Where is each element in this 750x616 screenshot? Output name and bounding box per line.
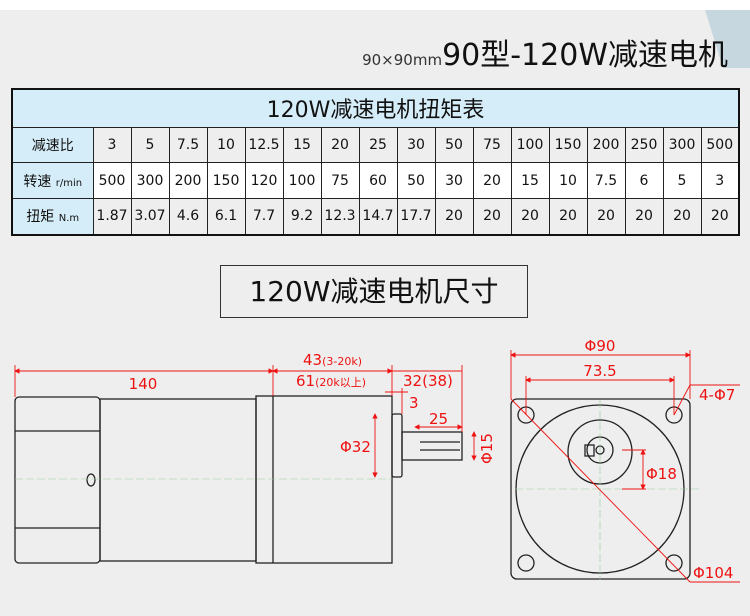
table-cell: 100 bbox=[282, 162, 322, 199]
table-cell: 20 bbox=[624, 197, 664, 236]
table-cell: 14.7 bbox=[358, 197, 398, 236]
dim-phi104: Φ104 bbox=[693, 564, 733, 582]
table-cell: 50 bbox=[396, 162, 436, 199]
table-cell: 12.3 bbox=[320, 197, 360, 236]
table-cell: 15 bbox=[510, 162, 550, 199]
table-cell: 150 bbox=[548, 126, 588, 164]
table-cell: 5 bbox=[662, 162, 702, 199]
table-cell: 30 bbox=[434, 162, 474, 199]
table-title: 120W减速电机扭矩表 bbox=[11, 88, 740, 128]
table-cell: 500 bbox=[700, 126, 740, 164]
table-cell: 17.7 bbox=[396, 197, 436, 236]
table-cell: 300 bbox=[130, 162, 170, 199]
dim-25: 25 bbox=[429, 410, 448, 428]
table-cell: 20 bbox=[320, 126, 360, 164]
table-cell: 60 bbox=[358, 162, 398, 199]
table-cell: 50 bbox=[434, 126, 474, 164]
table-cell: 200 bbox=[586, 126, 626, 164]
table-cell: 10 bbox=[206, 126, 246, 164]
table-cell: 7.7 bbox=[244, 197, 284, 236]
table-cell: 20 bbox=[586, 197, 626, 236]
table-cell: 9.2 bbox=[282, 197, 322, 236]
table-cell: 6 bbox=[624, 162, 664, 199]
dim-phi90: Φ90 bbox=[585, 337, 616, 355]
dimensions-title: 120W减速电机尺寸 bbox=[220, 265, 528, 318]
table-cell: 500 bbox=[92, 162, 132, 199]
table-cell: 15 bbox=[282, 126, 322, 164]
table-cell: 20 bbox=[700, 197, 740, 236]
table-cell: 3 bbox=[700, 162, 740, 199]
table-cell: 4.6 bbox=[168, 197, 208, 236]
row-label: 扭矩 N.m bbox=[11, 197, 94, 236]
model-title: 90型-120W减速电机 bbox=[442, 38, 728, 73]
row-label: 转速 r/min bbox=[11, 162, 94, 199]
size-note: 90×90mm bbox=[362, 51, 443, 69]
table-cell: 150 bbox=[206, 162, 246, 199]
table-cell: 25 bbox=[358, 126, 398, 164]
table-cell: 250 bbox=[624, 126, 664, 164]
table-cell: 20 bbox=[510, 197, 550, 236]
table-cell: 300 bbox=[662, 126, 702, 164]
dim-4-phi7: 4-Φ7 bbox=[699, 386, 735, 404]
table-cell: 20 bbox=[434, 197, 474, 236]
table-cell: 6.1 bbox=[206, 197, 246, 236]
dim-73-5: 73.5 bbox=[583, 362, 616, 380]
dim-phi18: Φ18 bbox=[646, 465, 677, 483]
table-cell: 3.07 bbox=[130, 197, 170, 236]
page-title: 90×90mm90型-120W减速电机 bbox=[362, 30, 728, 74]
table-cell: 75 bbox=[320, 162, 360, 199]
table-cell: 5 bbox=[130, 126, 170, 164]
table-cell: 200 bbox=[168, 162, 208, 199]
table-cell: 120 bbox=[244, 162, 284, 199]
dim-43: 43(3-20k) bbox=[303, 351, 362, 369]
dim-140: 140 bbox=[129, 375, 158, 393]
front-view bbox=[510, 398, 700, 580]
side-dimensions bbox=[14, 365, 477, 478]
front-dimensions bbox=[510, 350, 740, 583]
dim-phi15: Φ15 bbox=[478, 433, 496, 464]
table-cell: 20 bbox=[662, 197, 702, 236]
dim-phi32: Φ32 bbox=[340, 438, 371, 456]
table-cell: 20 bbox=[472, 162, 512, 199]
table-cell: 10 bbox=[548, 162, 588, 199]
row-label: 减速比 bbox=[11, 126, 94, 164]
side-view bbox=[14, 395, 463, 564]
table-cell: 3 bbox=[92, 126, 132, 164]
dim-32-38: 32(38) bbox=[403, 372, 453, 390]
dim-3: 3 bbox=[409, 394, 419, 412]
dim-61: 61(20k以上) bbox=[296, 372, 366, 390]
